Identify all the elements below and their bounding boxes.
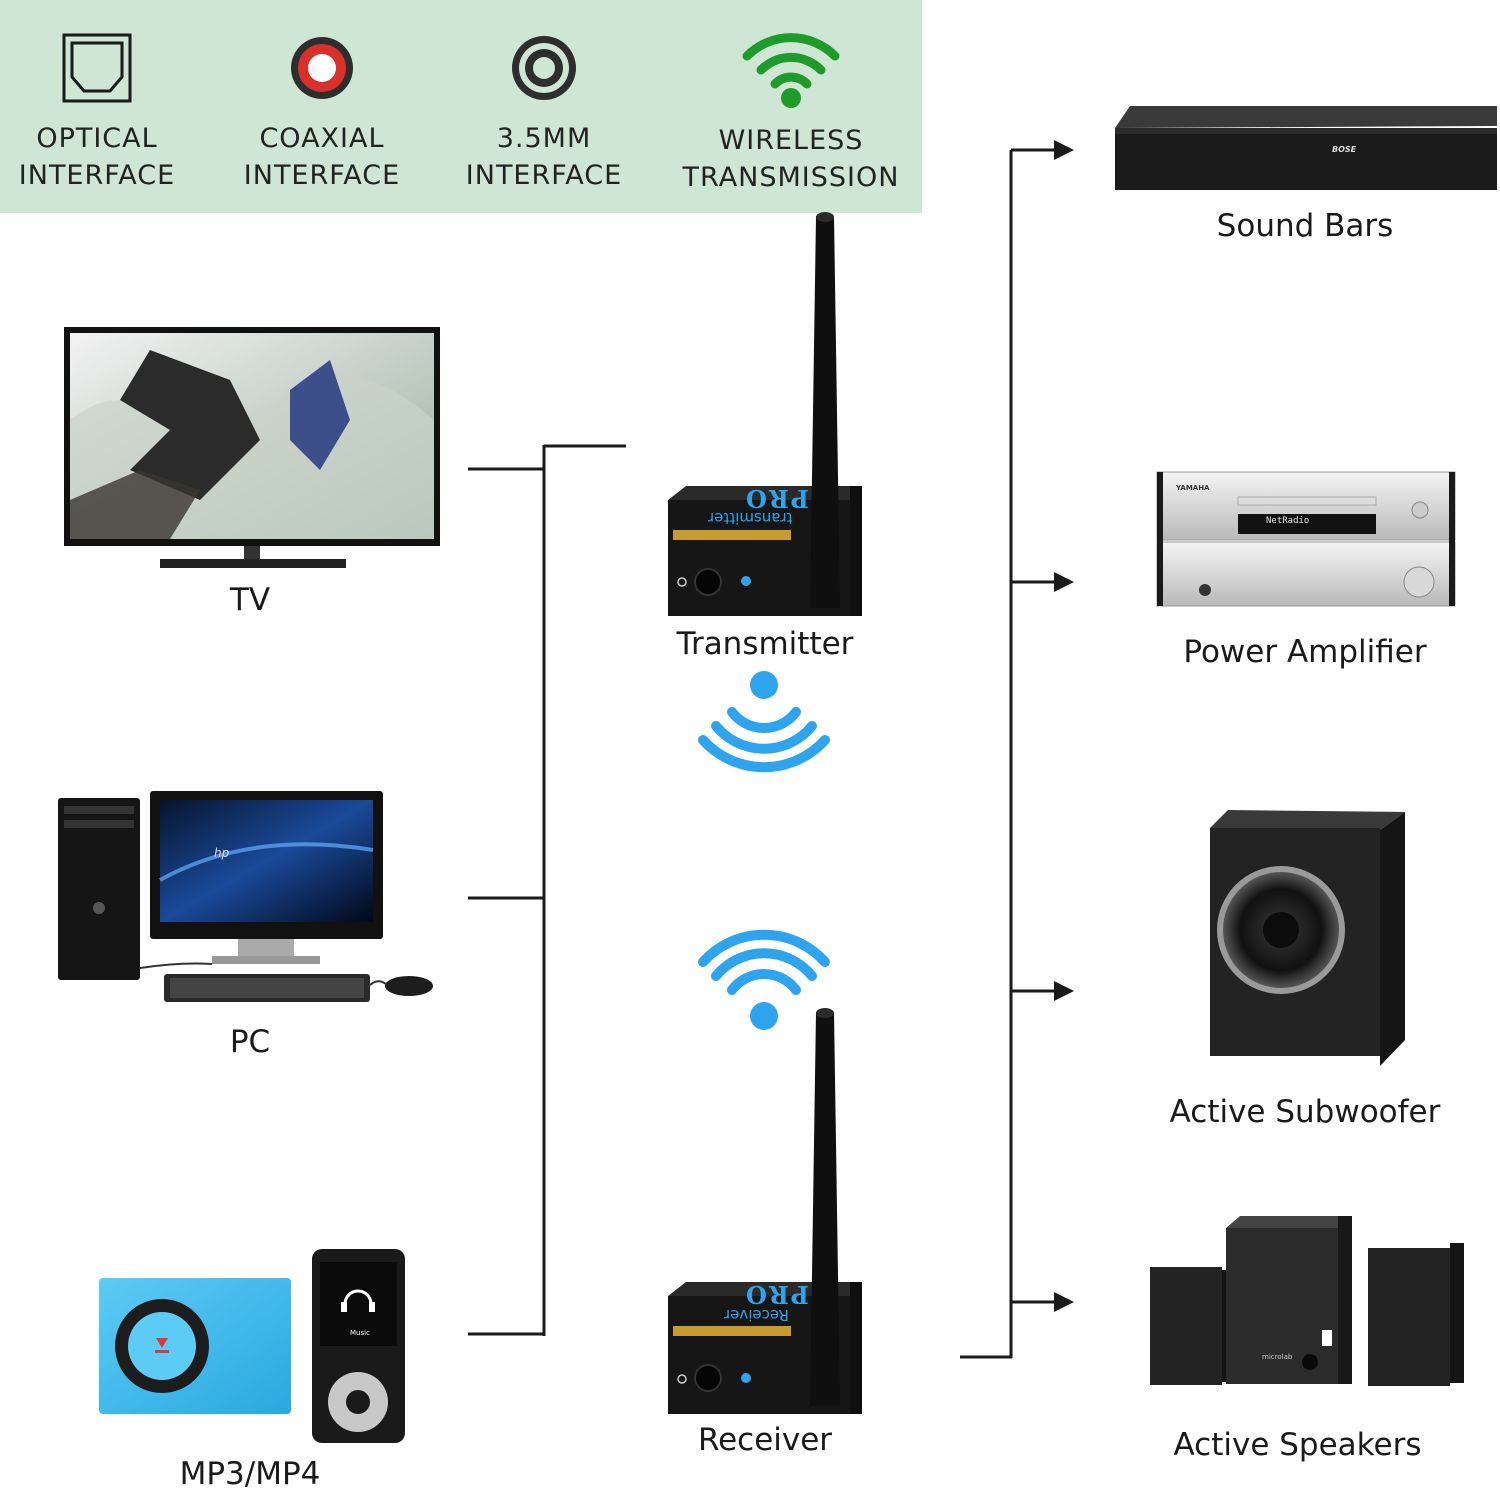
output-label-power-amplifier: Power Amplifier (1183, 634, 1427, 670)
speakers-image (1150, 1216, 1464, 1386)
transmitter-device-image (668, 212, 862, 616)
feature-label-line1: OPTICAL (36, 123, 158, 154)
output-connector-lines (960, 148, 1058, 1359)
feature-coaxial: COAXIAL INTERFACE (207, 0, 437, 213)
source-label-pc: PC (229, 1024, 271, 1060)
amplifier-brand: YAMAHA (1176, 484, 1210, 492)
signal-up-icon (698, 929, 830, 1030)
wireless-signal-icon (676, 30, 906, 110)
output-label-active-subwoofer: Active Subwoofer (1169, 1094, 1441, 1130)
jack-3-5mm-icon (429, 28, 659, 108)
mp4-player-image (312, 1249, 405, 1443)
signal-down-icon (698, 671, 830, 773)
output-label-active-speakers: Active Speakers (1173, 1427, 1422, 1463)
optical-port-icon (0, 28, 212, 108)
amplifier-display: NetRadio (1266, 516, 1310, 526)
pc-image (58, 791, 433, 1002)
soundbar-image (1115, 106, 1497, 190)
pc-brand: hp (214, 846, 230, 860)
feature-label-line2: INTERFACE (18, 160, 176, 191)
transmitter-label: Transmitter (676, 626, 854, 662)
output-label-sound-bars: Sound Bars (1216, 208, 1394, 244)
feature-label-line2: INTERFACE (465, 160, 623, 191)
feature-label-line2: TRANSMISSION (682, 162, 900, 193)
speakers-brand: microlab (1262, 1353, 1293, 1361)
feature-label-line1: 3.5MM (496, 123, 592, 154)
receiver-label: Receiver (697, 1422, 833, 1458)
feature-label-line2: INTERFACE (243, 160, 401, 191)
tv-image (64, 327, 440, 568)
amplifier-image (1156, 471, 1456, 607)
soundbar-brand: BOSE (1332, 145, 1357, 154)
feature-label-line1: COAXIAL (259, 123, 385, 154)
transmitter-logo: PRO (744, 484, 809, 513)
mp4-screen-text: Music (350, 1329, 370, 1337)
feature-optical: OPTICAL INTERFACE (0, 0, 212, 213)
output-arrowheads (1054, 140, 1074, 1312)
mp3-player-image (99, 1278, 291, 1414)
source-connector-lines (468, 444, 626, 1336)
feature-jack: 3.5MM INTERFACE (429, 0, 659, 213)
source-label-mp3: MP3/MP4 (179, 1456, 321, 1492)
source-label-tv: TV (229, 582, 271, 618)
feature-label-line1: WIRELESS (718, 125, 864, 156)
receiver-device-image (668, 1008, 862, 1414)
coaxial-port-icon (207, 28, 437, 108)
feature-banner (0, 0, 922, 213)
subwoofer-image (1210, 810, 1405, 1066)
feature-wireless: WIRELESS TRANSMISSION (676, 0, 906, 213)
receiver-logo: PRO (744, 1280, 809, 1309)
